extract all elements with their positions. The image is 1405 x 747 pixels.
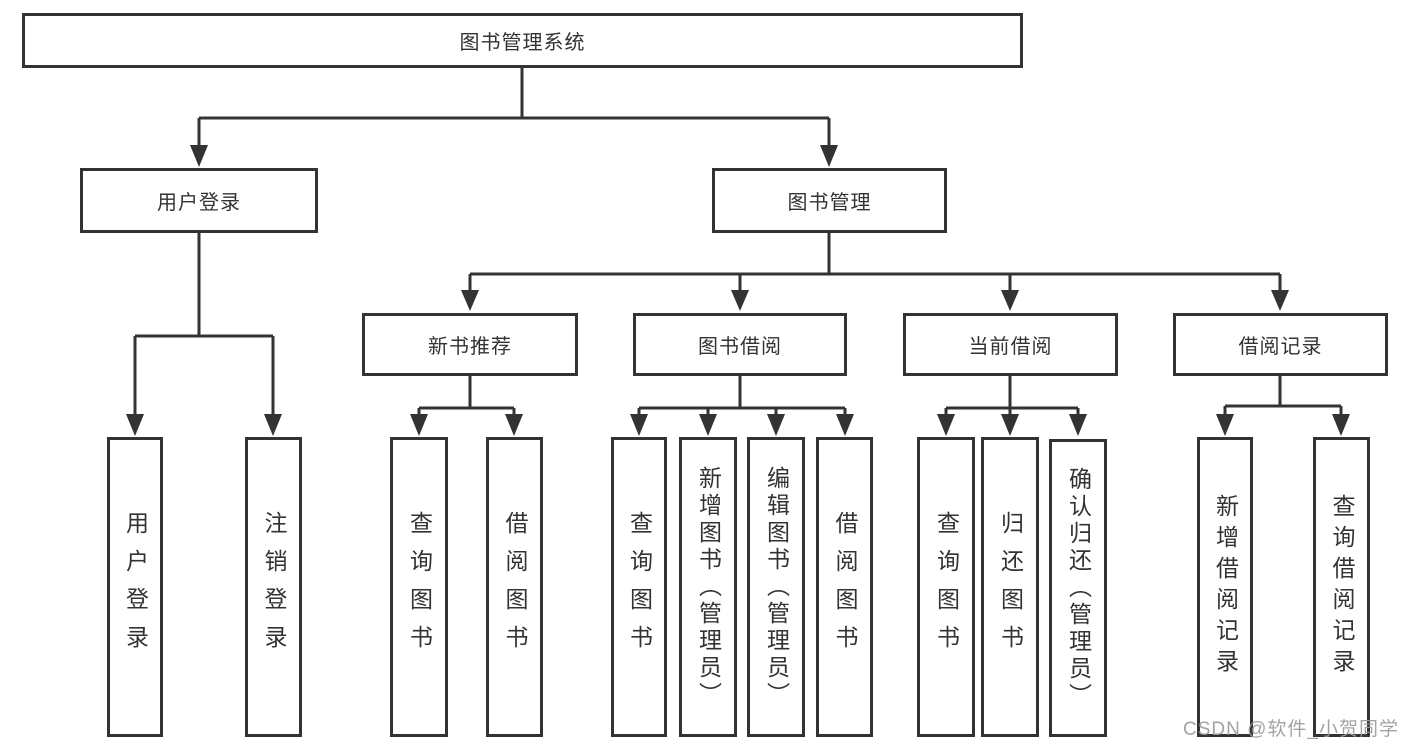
leaf-add-borrow-record: 新增借阅记录 (1197, 437, 1253, 737)
node-label: 借阅图书 (832, 511, 858, 663)
node-library-management-system: 图书管理系统 (22, 13, 1023, 68)
csdn-watermark: CSDN @软件_小贺同学 (1183, 719, 1399, 740)
node-label: 查询图书 (933, 511, 960, 663)
node-borrowing-records: 借阅记录 (1173, 313, 1388, 376)
node-label: 用户登录 (157, 192, 241, 214)
node-label: 查询借阅记录 (1329, 494, 1355, 680)
leaf-query-books-borrowing: 查询图书 (611, 437, 667, 737)
node-book-management: 图书管理 (712, 168, 947, 233)
node-label: 确认归还（管理员） (1065, 466, 1092, 710)
tree-edges (133, 68, 1343, 415)
node-label: 查询图书 (406, 511, 433, 663)
leaf-add-books-admin: 新增图书（管理员） (679, 437, 737, 737)
leaf-query-borrow-record: 查询借阅记录 (1313, 437, 1370, 737)
leaf-user-login: 用户登录 (107, 437, 163, 737)
node-label: 新增借阅记录 (1212, 494, 1239, 680)
node-new-book-recommendation: 新书推荐 (362, 313, 578, 376)
node-book-borrowing: 图书借阅 (633, 313, 847, 376)
leaf-logout: 注销登录 (245, 437, 302, 737)
leaf-query-books-recommend: 查询图书 (390, 437, 448, 737)
leaf-borrow-books: 借阅图书 (816, 437, 873, 737)
node-label: 图书管理 (787, 192, 872, 214)
node-label: 注销登录 (261, 511, 287, 663)
leaf-edit-books-admin: 编辑图书（管理员） (747, 437, 805, 737)
node-label: 借阅图书 (502, 511, 528, 663)
node-label: 查询图书 (626, 511, 653, 663)
node-current-borrowing: 当前借阅 (903, 313, 1118, 376)
leaf-confirm-return-admin: 确认归还（管理员） (1049, 439, 1107, 737)
node-user-login: 用户登录 (80, 168, 318, 233)
node-label: 借阅记录 (1238, 336, 1323, 358)
node-label: 新增图书（管理员） (695, 465, 722, 709)
node-label: 归还图书 (997, 511, 1024, 663)
node-label: 图书管理系统 (459, 32, 586, 54)
leaf-borrow-books-recommend: 借阅图书 (486, 437, 543, 737)
node-label: 新书推荐 (428, 336, 512, 358)
leaf-return-books: 归还图书 (981, 437, 1039, 737)
node-label: 编辑图书（管理员） (763, 465, 790, 709)
node-label: 用户登录 (122, 511, 149, 663)
leaf-query-books-current: 查询图书 (917, 437, 975, 737)
node-label: 当前借阅 (968, 336, 1053, 358)
arrowheads (126, 145, 1350, 436)
node-label: 图书借阅 (698, 336, 782, 358)
